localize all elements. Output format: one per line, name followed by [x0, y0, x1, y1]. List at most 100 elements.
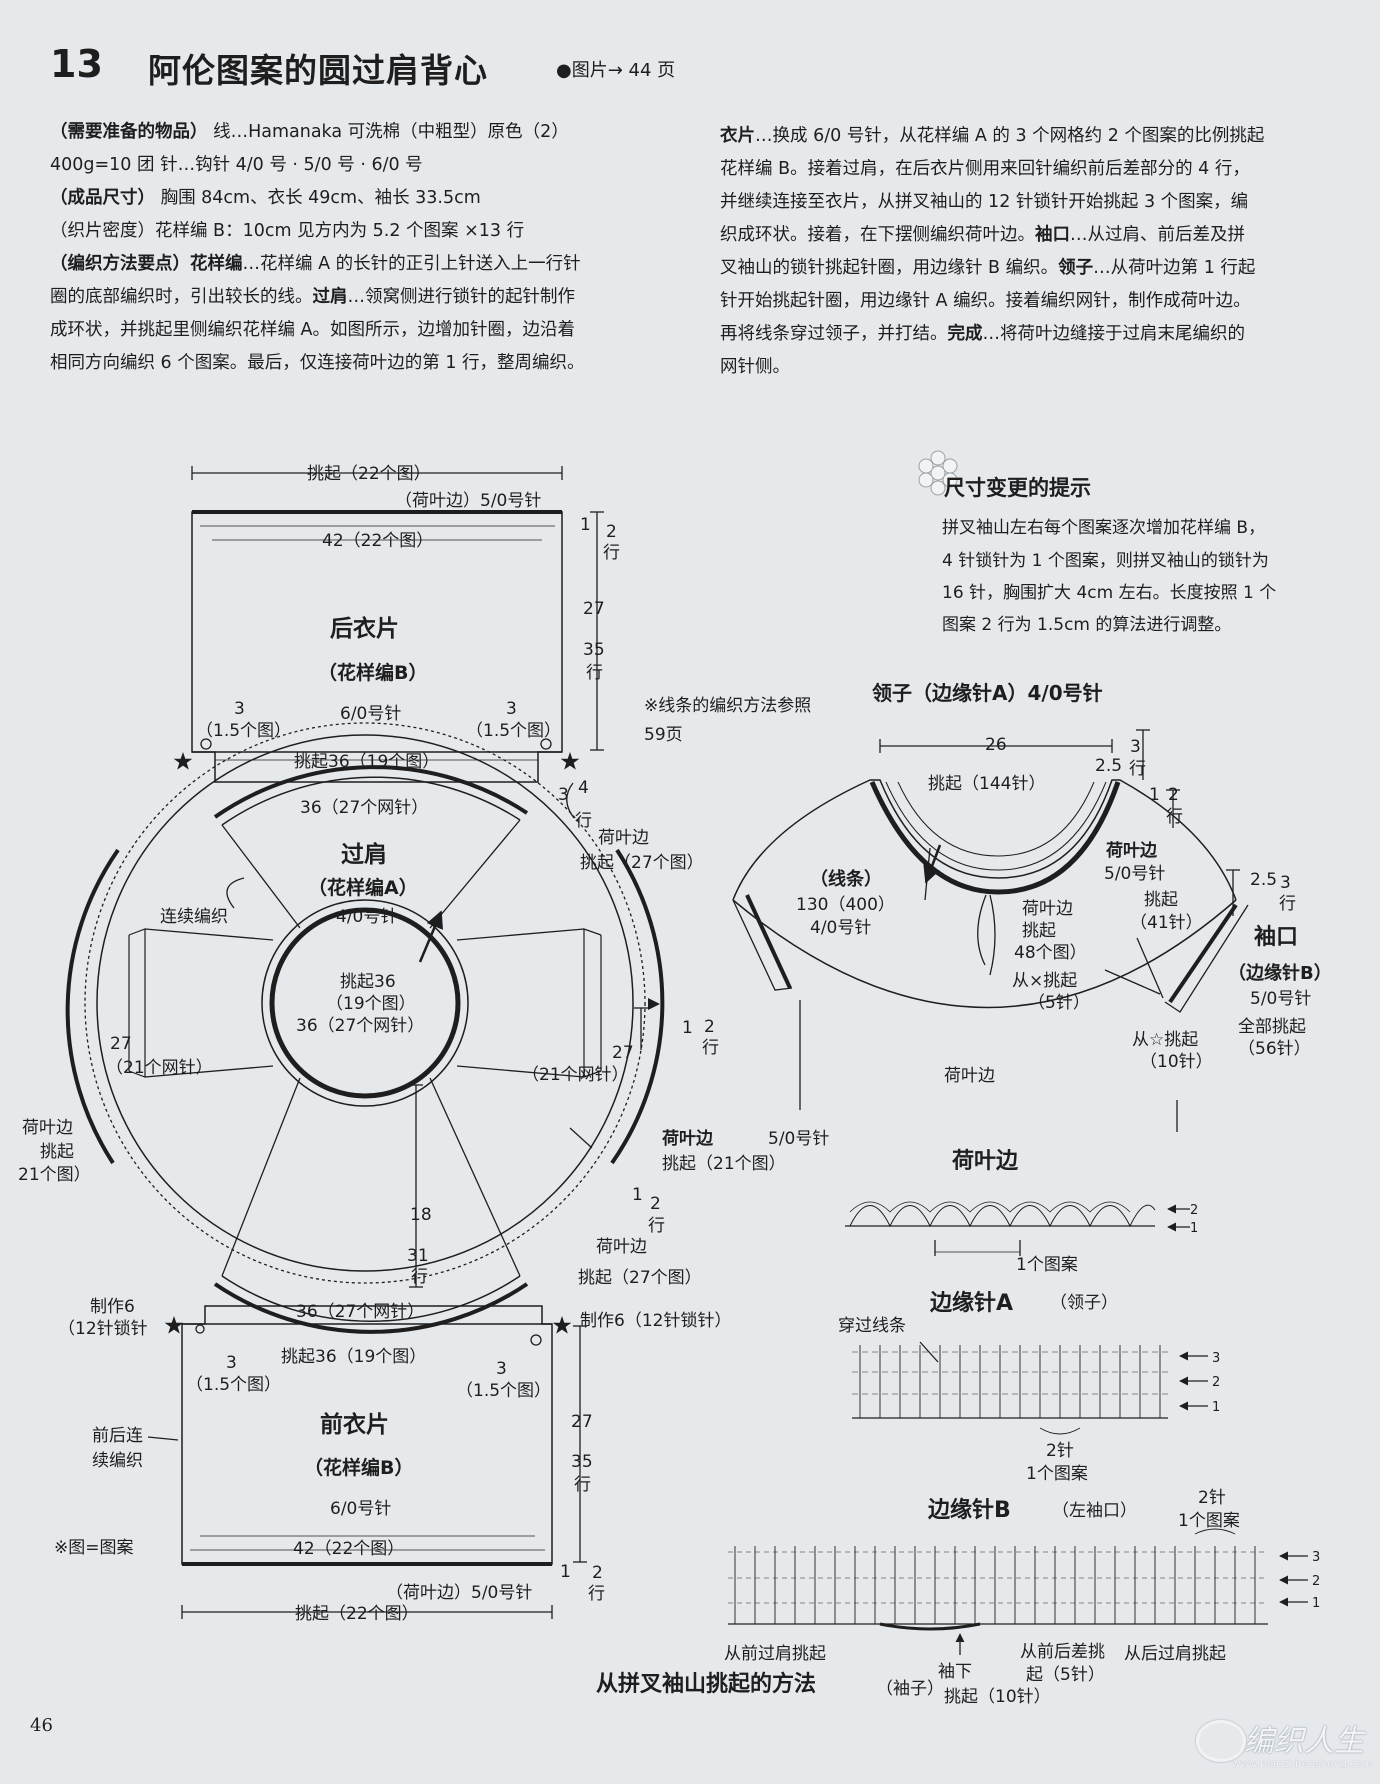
star-marker-left: [173, 752, 193, 770]
cuff-title: 袖口: [1254, 924, 1298, 950]
yoke-ruffle-mid-b: 挑起（21个图）: [662, 1154, 786, 1174]
collar-2-5: 2.5: [1095, 756, 1122, 776]
materials-line1: 线…Hamanaka 可洗棉（中粗型）原色（2）: [213, 122, 569, 142]
yoke-neck-circle: [261, 899, 469, 1107]
yoke-ruffle-bot-a: 荷叶边: [596, 1237, 647, 1257]
tips-line1: 拼叉袖山左右每个图案逐次增加花样编 B，: [942, 518, 1265, 538]
yoke-needle: 4/0号针: [336, 907, 397, 927]
yoke-ruffle-bot-b: 挑起（27个图）: [578, 1268, 702, 1288]
back-rows-hang: 行: [603, 543, 620, 563]
ruffle-chart: [845, 1201, 1156, 1256]
edge-b-rep1: 2针: [1198, 1488, 1226, 1508]
back-length-num: 27: [583, 599, 605, 619]
method-line1: …花样编 A 的长针的正引上针送入上一行针: [242, 254, 581, 274]
from-back-yoke: 从后过肩挑起: [1124, 1644, 1226, 1664]
back-rows-one: 1: [580, 515, 591, 535]
collar-mid-b: 挑起: [1022, 921, 1056, 941]
yoke-right-27-sub: （21个网针）: [522, 1065, 629, 1085]
from-front-yoke: 从前过肩挑起: [724, 1644, 826, 1664]
right-line4a: 织成环状。接着，在下摆侧编织荷叶边。: [720, 225, 1035, 245]
materials-line2: 400g=10 团 针…钩针 4/0 号 · 5/0 号 · 6/0 号: [50, 155, 423, 175]
front-pickup-top: 挑起36（19个图）: [281, 1347, 426, 1367]
front-corner-left-sub: （1.5个图）: [186, 1375, 281, 1395]
back-rows-sub: 行: [586, 663, 603, 683]
yoke-right-27: 27: [612, 1043, 634, 1063]
finish-label: 完成: [947, 324, 983, 344]
materials-label: （需要准备的物品）: [50, 122, 208, 142]
diff-1: 从前后差挑: [1020, 1642, 1105, 1662]
right-line8: 网针侧。: [720, 357, 790, 377]
edge-a-rep2: 1个图案: [1026, 1464, 1088, 1484]
underarm-1: 袖下: [938, 1662, 972, 1682]
back-diff-3: 3: [558, 785, 569, 805]
from-star-sub: （10针）: [1140, 1052, 1213, 1072]
front-rows-2: 2: [592, 1563, 603, 1583]
method-line3: 成环状，并挑起里侧编织花样编 A。如图所示，边增加针圈，边沿着: [50, 320, 576, 340]
back-corner-left-num: 3: [234, 699, 245, 719]
yoke-ruffle-left-a: 荷叶边: [22, 1118, 73, 1138]
front-corner-right-num: 3: [496, 1359, 507, 1379]
front-rows: 35: [571, 1452, 593, 1472]
front-length: 27: [571, 1412, 593, 1432]
yoke-outer-dashed: [84, 722, 646, 1284]
ruffle-row-2: 2: [1190, 1203, 1198, 1218]
collar-title: 领子（边缘针A）4/0号针: [872, 681, 1103, 705]
underarm-2: 挑起（10针）: [944, 1687, 1051, 1707]
tips-line3: 16 针，胸围扩大 4cm 左右。长度按照 1 个: [942, 583, 1276, 603]
edge-b-chart: [728, 1528, 1268, 1631]
front-corner-right-sub: （1.5个图）: [456, 1381, 551, 1401]
yoke-arc-top: 36（27个网针）: [300, 798, 428, 818]
collar-rows-hang: 行: [1166, 807, 1183, 827]
back-diff-rows: 行: [575, 811, 592, 831]
instructions-left: （需要准备的物品） 线…Hamanaka 可洗棉（中粗型）原色（2） 400g=…: [50, 116, 680, 380]
edge-a-row-1: 1: [1212, 1400, 1220, 1415]
edge-b-sub: （左袖口）: [1052, 1501, 1137, 1521]
front-side-b: 续编织: [92, 1451, 143, 1471]
method-line2: 圈的底部编织时，引出较长的线。: [50, 287, 313, 307]
method-title: 从拼叉袖山挑起的方法: [596, 1671, 816, 1697]
right-line2: 花样编 B。接着过肩，在后衣片侧用来回针编织前后差部分的 4 行，: [720, 159, 1250, 179]
front-panel-title: 前衣片: [320, 1411, 389, 1438]
hem-label: 荷叶边: [944, 1066, 995, 1086]
front-pattern: （花样编B）: [304, 1456, 413, 1479]
back-pattern-label: （花样编B）: [318, 661, 427, 684]
yoke-inner-1: 挑起36: [340, 972, 396, 992]
ruffle-row-1: 1: [1190, 1221, 1198, 1236]
gauge-text: （织片密度）花样编 B：10cm 见方内为 5.2 个图案 ×13 行: [50, 221, 525, 241]
from-x-sub: （5针）: [1028, 993, 1090, 1013]
cuff-56: （56针）: [1238, 1039, 1311, 1059]
right-line6: 针开始挑起针圈，用边缘针 A 编织。接着编织网针，制作成荷叶边。: [720, 291, 1251, 311]
edge-a-thread: 穿过线条: [838, 1316, 906, 1336]
edge-b-row-1: 1: [1312, 1596, 1320, 1611]
yoke-inner-2: （19个图）: [326, 994, 416, 1014]
ruffle-chart-rep: 1个图案: [1016, 1255, 1078, 1275]
yoke-rows-2: 2: [704, 1017, 715, 1037]
edge-b-title: 边缘针B: [927, 1497, 1011, 1523]
right-line7a: 再将线条穿过领子，并打结。: [720, 324, 948, 344]
make-left-b: （12针锁针: [58, 1319, 148, 1339]
cuff-all: 全部挑起: [1238, 1017, 1306, 1037]
yoke-rows-1b: 1: [632, 1185, 643, 1205]
method-line2b: …领窝侧进行锁针的起针制作: [347, 287, 576, 307]
body-label: 衣片: [720, 126, 755, 146]
diff-2: 起（5针）: [1026, 1665, 1105, 1685]
collar-outline: [732, 779, 1237, 901]
front-width: 42（22个图）: [293, 1539, 404, 1559]
photo-reference: ●图片→ 44 页: [556, 60, 676, 81]
make-right: 制作6（12针锁针）: [580, 1311, 731, 1331]
yoke-rows-hang: 行: [702, 1038, 719, 1058]
yoke-needle-50: 5/0号针: [768, 1129, 829, 1149]
size-label: （成品尺寸）: [50, 188, 155, 208]
yoke-pattern: （花样编A）: [308, 876, 418, 899]
watermark-text: 编织人生: [1244, 1724, 1364, 1759]
back-corner-left-sub: （1.5个图）: [196, 721, 291, 741]
cuff-2-5: 2.5: [1250, 870, 1277, 890]
pattern-number: 13: [50, 42, 103, 86]
cuff-rows-3: 3: [1280, 873, 1291, 893]
back-ruffle-label: （荷叶边）5/0号针: [395, 491, 541, 511]
edge-b-row-3: 3: [1312, 1550, 1320, 1565]
right-line3: 并继续连接至衣片，从拼叉袖山的 12 针锁针开始挑起 3 个图案，编: [720, 192, 1249, 212]
back-corner-right-sub: （1.5个图）: [466, 721, 561, 741]
collar-mid-c: 48个图）: [1014, 943, 1087, 963]
right-line5a: 叉袖山的锁针挑起针圈，用边缘针 B 编织。: [720, 258, 1059, 278]
